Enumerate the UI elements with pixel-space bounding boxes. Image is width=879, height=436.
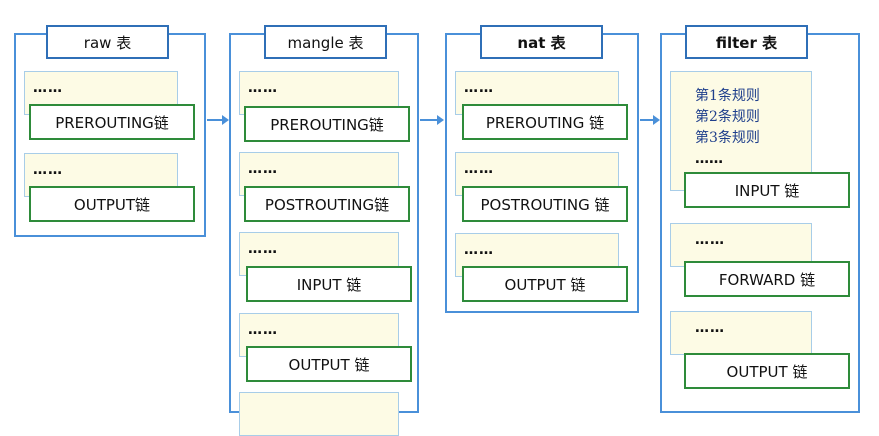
rules-ellipsis: ……: [248, 161, 278, 177]
arrow-nat-to-filter: [640, 115, 660, 125]
rule-1: 第1条规则: [695, 88, 760, 104]
nat-table-title: nat 表: [480, 25, 603, 59]
arrow-mangle-to-nat: [420, 115, 444, 125]
filter-rule-list: 第1条规则 第2条规则 第3条规则 ……: [695, 86, 760, 170]
mangle-table-title: mangle 表: [264, 25, 387, 59]
mangle-table: mangle 表 …… PREROUTING链 …… POSTROUTING链 …: [229, 25, 419, 436]
nat-output-chain: OUTPUT 链: [462, 266, 628, 302]
mangle-prerouting-chain: PREROUTING链: [244, 106, 410, 142]
filter-output-rules: ……: [670, 311, 812, 355]
mangle-output-chain: OUTPUT 链: [246, 346, 412, 382]
rule-2: 第2条规则: [695, 109, 760, 125]
rules-ellipsis: ……: [695, 232, 725, 248]
filter-table: filter 表 第1条规则 第2条规则 第3条规则 …… INPUT 链 ………: [660, 25, 860, 413]
rules-ellipsis: ……: [695, 320, 725, 336]
filter-input-chain: INPUT 链: [684, 172, 850, 208]
raw-prerouting-chain: PREROUTING链: [29, 104, 195, 140]
arrow-raw-to-mangle: [207, 115, 229, 125]
filter-output-chain: OUTPUT 链: [684, 353, 850, 389]
raw-output-chain: OUTPUT链: [29, 186, 195, 222]
nat-prerouting-chain: PREROUTING 链: [462, 104, 628, 140]
rules-ellipsis: ……: [248, 322, 278, 338]
raw-table: raw 表 …… PREROUTING链 …… OUTPUT链: [14, 25, 206, 237]
mangle-postrouting-chain: POSTROUTING链: [244, 186, 410, 222]
rules-ellipsis: ……: [695, 151, 723, 167]
nat-table: nat 表 …… PREROUTING 链 …… POSTROUTING 链 ……: [445, 25, 639, 313]
nat-postrouting-chain: POSTROUTING 链: [462, 186, 628, 222]
raw-table-title: raw 表: [46, 25, 169, 59]
rules-ellipsis: ……: [464, 242, 494, 258]
rules-ellipsis: ……: [464, 80, 494, 96]
filter-forward-rules: ……: [670, 223, 812, 267]
rules-ellipsis: ……: [248, 80, 278, 96]
filter-forward-chain: FORWARD 链: [684, 261, 850, 297]
filter-table-title: filter 表: [685, 25, 808, 59]
rule-3: 第3条规则: [695, 130, 760, 146]
mangle-input-chain: INPUT 链: [246, 266, 412, 302]
filter-input-rules: 第1条规则 第2条规则 第3条规则 ……: [670, 71, 812, 191]
rules-ellipsis: ……: [248, 241, 278, 257]
rules-ellipsis: ……: [33, 80, 63, 96]
rules-ellipsis: ……: [33, 162, 63, 178]
mangle-chain-5-rules: [239, 392, 399, 436]
rules-ellipsis: ……: [464, 161, 494, 177]
